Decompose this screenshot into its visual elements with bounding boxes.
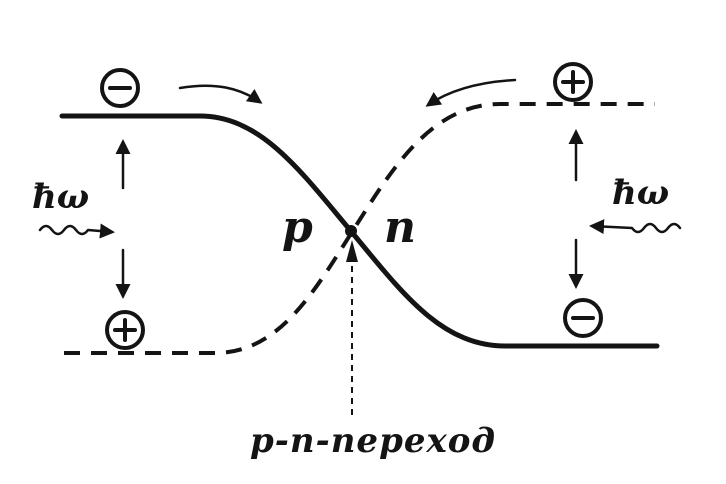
charge-bottom-right: − <box>563 298 603 338</box>
charge-bottom-left: + <box>105 310 145 350</box>
junction-point <box>345 225 357 237</box>
label-n: n <box>384 202 416 253</box>
junction-caption: p-n-переход <box>250 421 496 461</box>
photon-wave-left <box>38 223 115 239</box>
curved-arrow-left <box>178 84 263 104</box>
junction-pointer-arrowhead <box>346 240 358 262</box>
charge-top-left: − <box>100 68 140 108</box>
label-p: p <box>282 202 313 253</box>
photon-wave-right <box>589 219 682 235</box>
label-hw-left: ħω <box>32 177 89 217</box>
curved-arrow-right <box>425 78 517 107</box>
charge-top-right: + <box>553 62 593 102</box>
label-hw-right: ħω <box>612 173 669 213</box>
dashed-band-curve <box>64 102 655 355</box>
